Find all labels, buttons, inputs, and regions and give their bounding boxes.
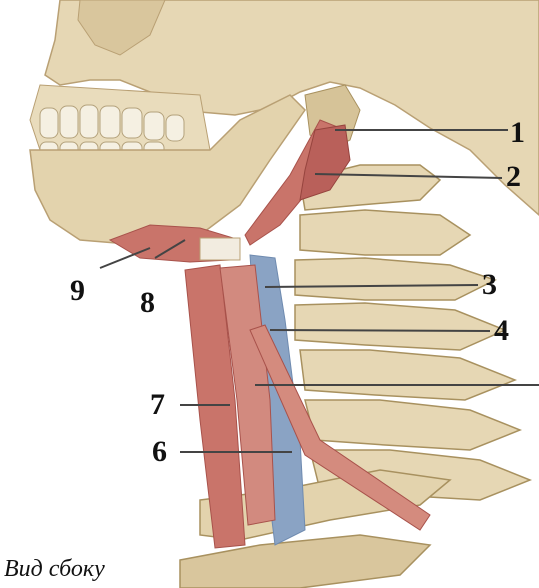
label-3: 3	[482, 270, 497, 300]
label-8: 8	[140, 288, 155, 318]
label-1: 1	[510, 118, 525, 148]
label-6: 6	[152, 437, 167, 467]
view-caption: Вид сбоку	[4, 556, 105, 583]
label-9: 9	[70, 276, 85, 306]
label-2: 2	[506, 162, 521, 192]
hyoid-tendon	[200, 238, 240, 260]
label-7: 7	[150, 390, 165, 420]
label-4: 4	[494, 316, 509, 346]
